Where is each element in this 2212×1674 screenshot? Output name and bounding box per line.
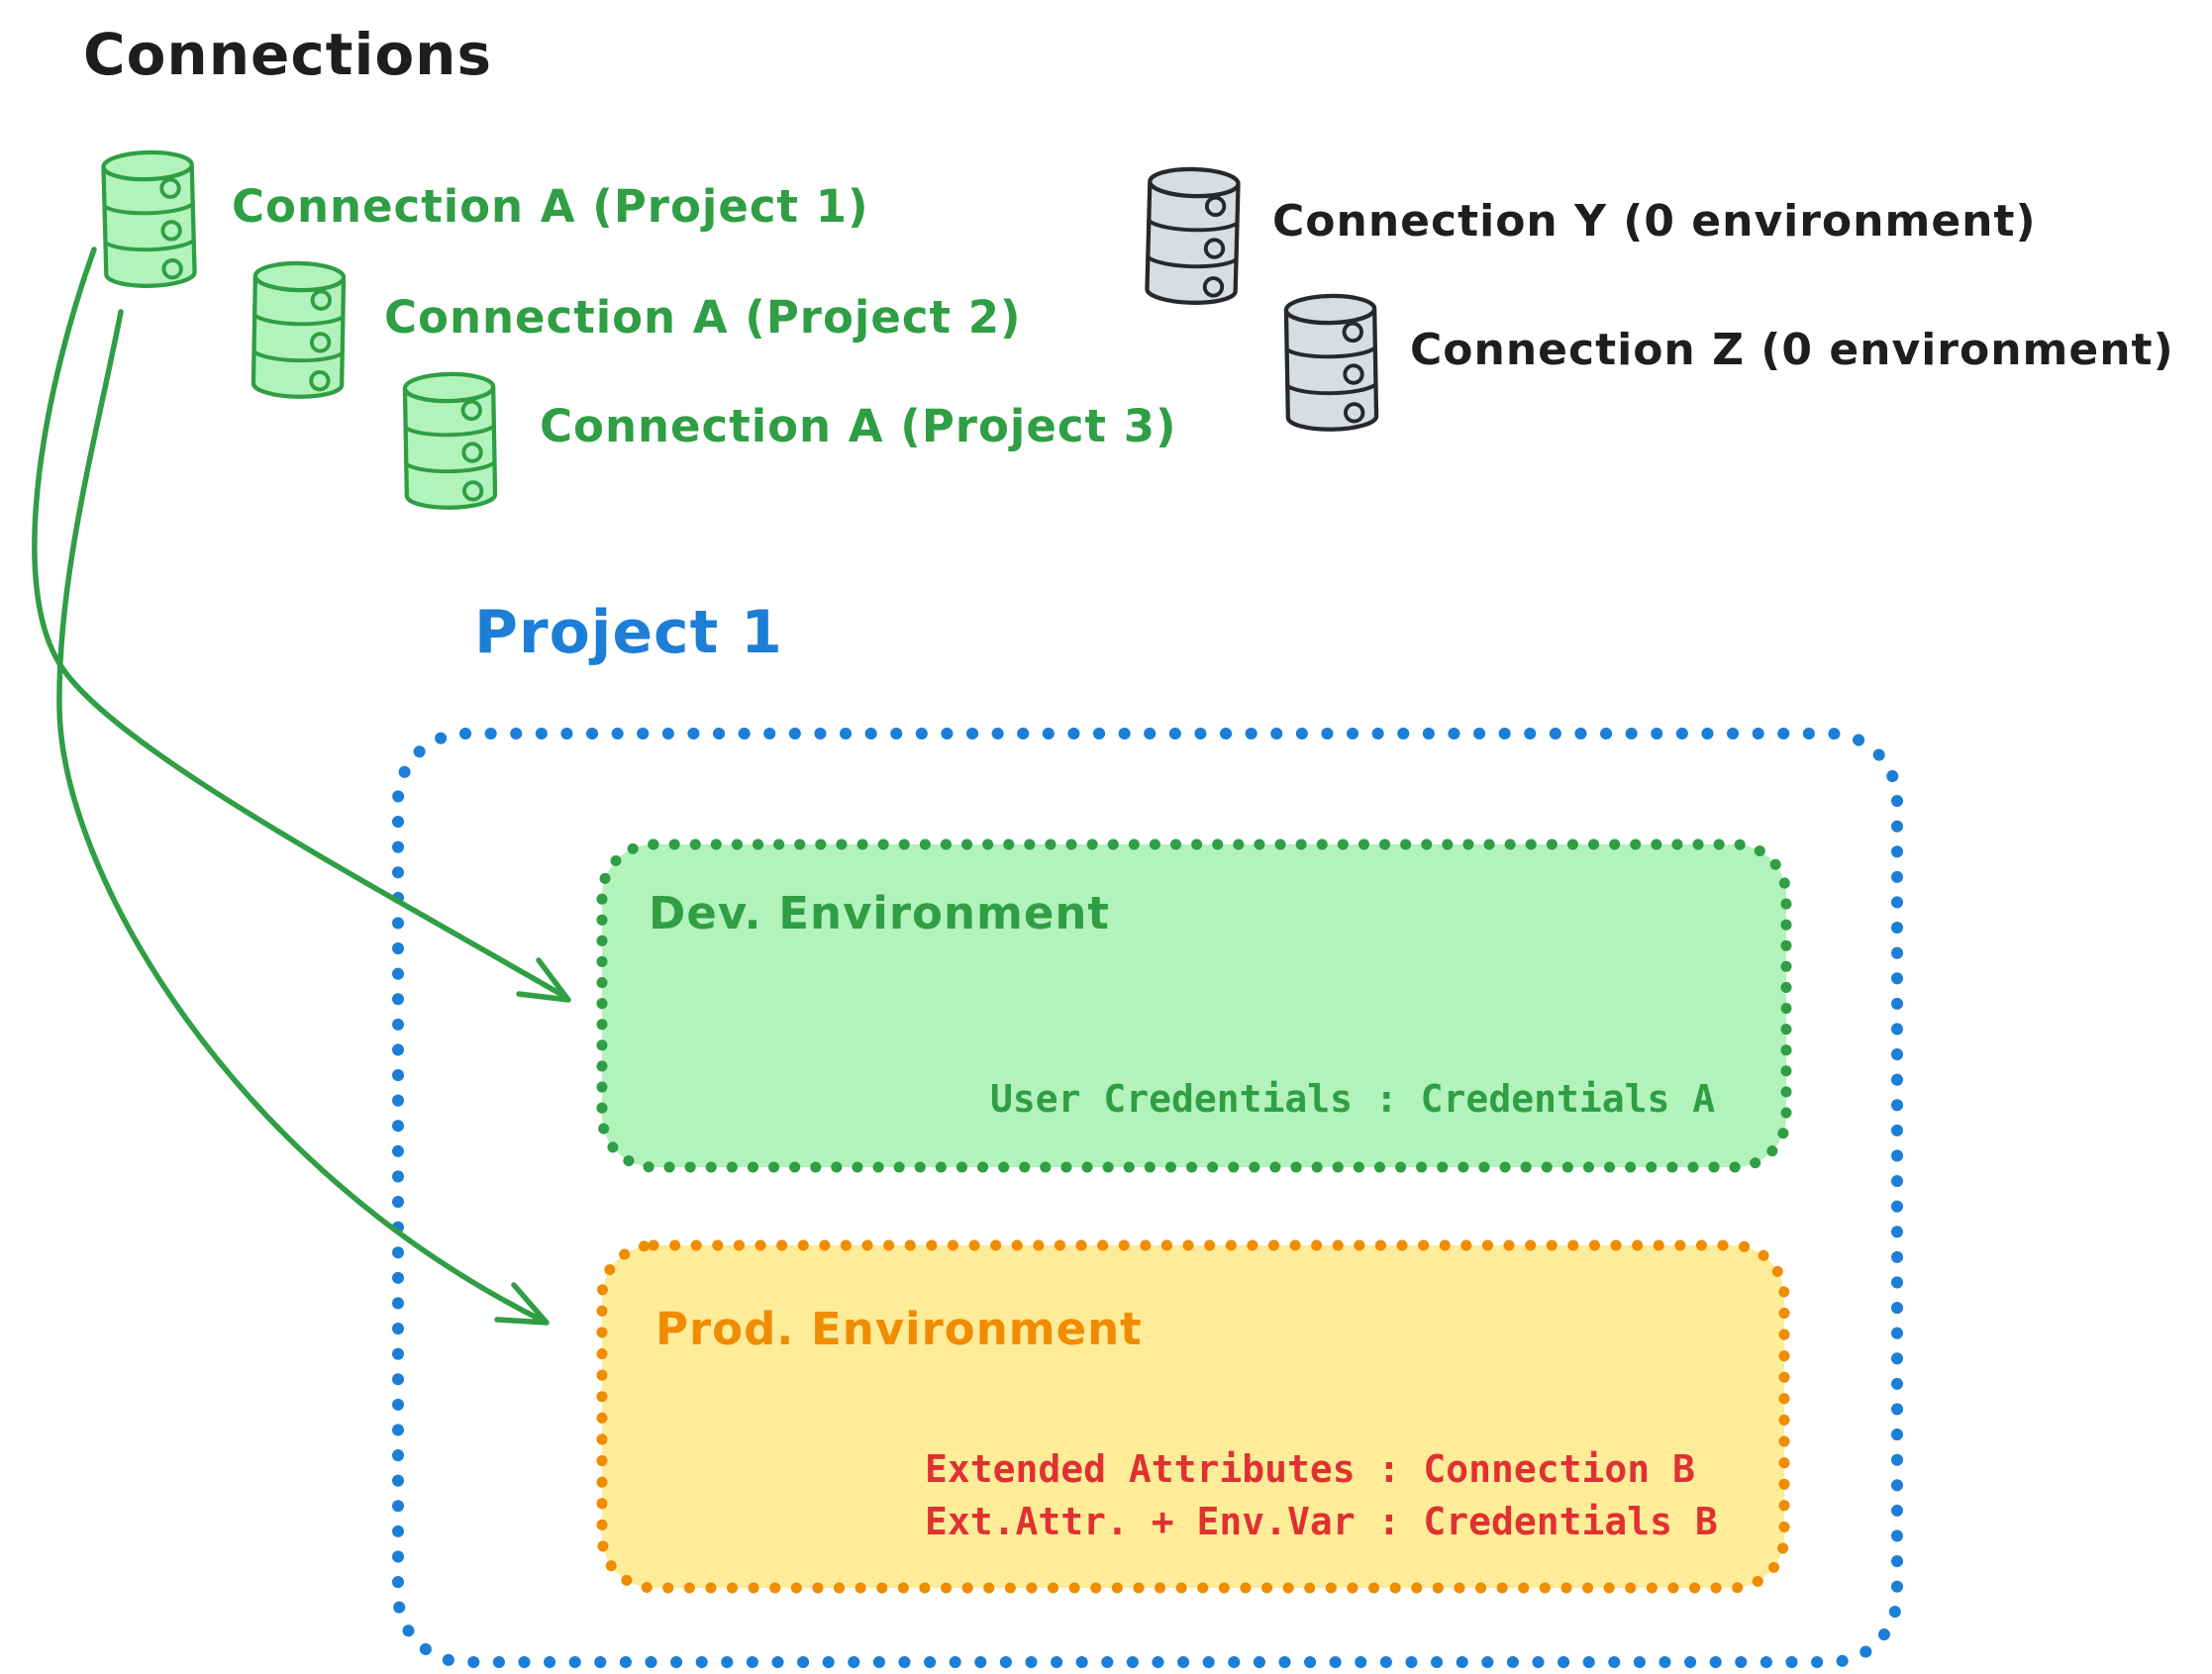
database-icon-connection-a-project-1 <box>103 150 195 287</box>
arrow-to-prod-environment <box>56 309 550 1326</box>
prod-mapping-ext-attr-env-var: Ext.Attr. + Env.Var : Credentials B <box>925 1500 1718 1543</box>
arrow-to-dev-environment <box>32 246 571 1003</box>
project-1-box <box>392 728 1903 1668</box>
prod-credential-mappings: Extended Attributes : Connection B Ext.A… <box>925 1443 1718 1548</box>
connection-a-project-2-label: Connection A (Project 2) <box>384 291 1022 344</box>
database-icon-connection-y <box>1147 167 1239 304</box>
diagram-title: Connections <box>83 21 492 88</box>
database-icon-connection-a-project-3 <box>404 373 496 509</box>
connection-y-label: Connection Y (0 environment) <box>1272 196 2037 246</box>
connection-a-project-1-label: Connection A (Project 1) <box>232 180 869 233</box>
dev-environment-title: Dev. Environment <box>649 887 1110 939</box>
prod-environment-box <box>596 1239 1790 1594</box>
dev-environment-box <box>596 838 1792 1173</box>
database-icon-connection-a-project-2 <box>252 262 345 398</box>
dev-credential-mapping: User Credentials : Credentials A <box>990 1077 1716 1121</box>
database-icon-connection-z <box>1285 295 1377 431</box>
connection-z-label: Connection Z (0 environment) <box>1410 325 2174 375</box>
connection-a-project-3-label: Connection A (Project 3) <box>540 400 1177 452</box>
prod-environment-title: Prod. Environment <box>655 1303 1143 1355</box>
prod-mapping-extended-attributes: Extended Attributes : Connection B <box>925 1447 1695 1491</box>
project-1-title: Project 1 <box>474 598 783 667</box>
